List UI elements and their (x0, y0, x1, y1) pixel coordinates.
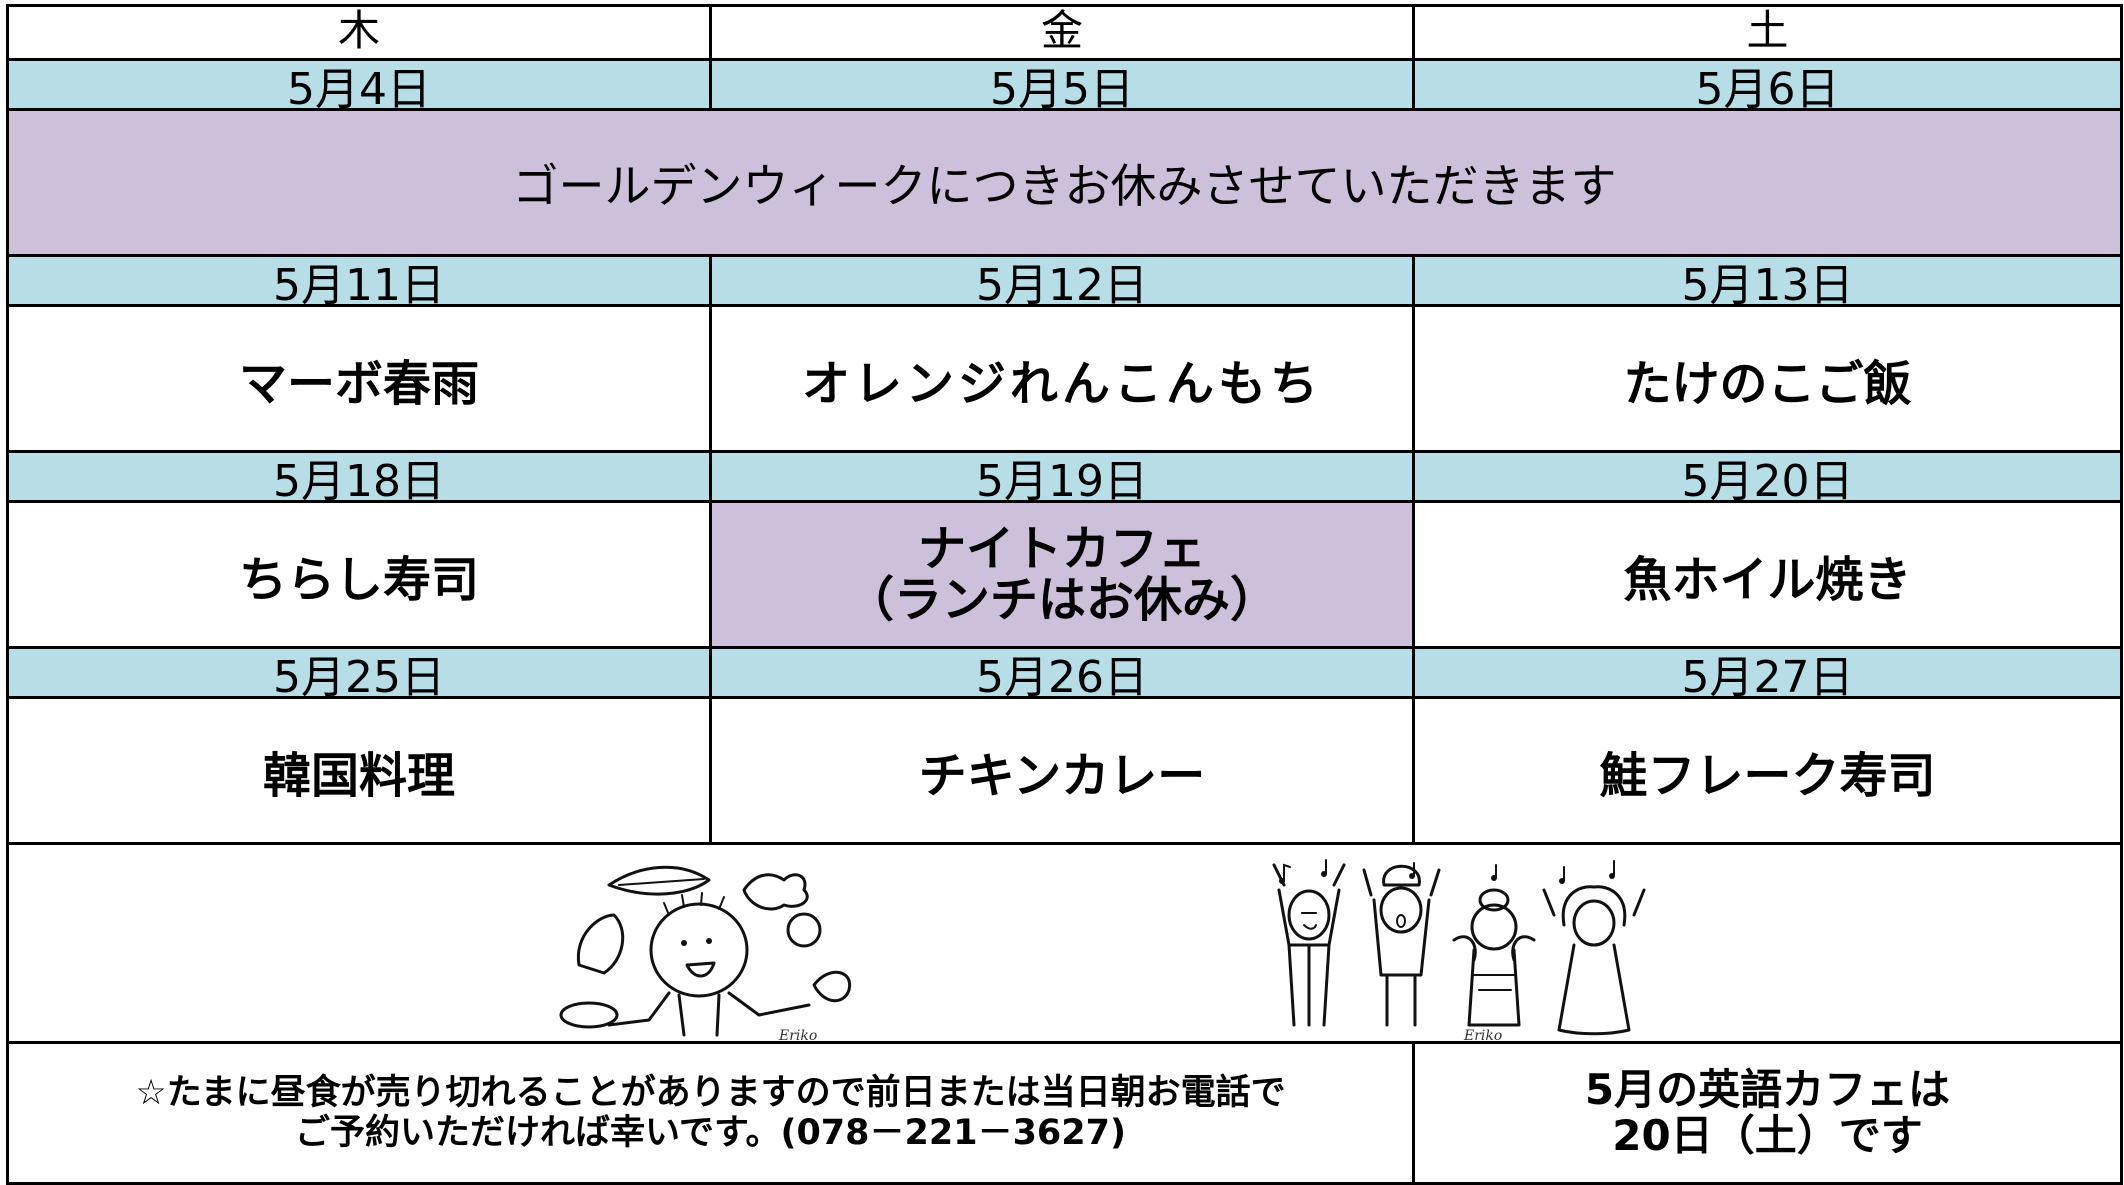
weekday-thursday: 木 (6, 4, 712, 61)
date-row-week1: 5月4日 5月5日 5月6日 (6, 58, 2123, 111)
menu-item: 魚ホイル焼き (1412, 500, 2123, 649)
notice-row: ☆たまに昼食が売り切れることがありますので前日または当日朝お電話で ご予約いただ… (6, 1041, 2123, 1185)
date-cell: 5月11日 (6, 254, 712, 307)
menu-item: 鮭フレーク寿司 (1412, 696, 2123, 845)
menu-item-title: ナイトカフェ (917, 521, 1206, 578)
date-row-week2: 5月11日 5月12日 5月13日 (6, 254, 2123, 307)
child-with-vegetables-illustration: Eriko (559, 865, 852, 1041)
night-cafe-item: ナイトカフェ （ランチはお休み） (709, 500, 1415, 649)
illustration-area: Eriko (6, 842, 2123, 1044)
music-notes-icon (1279, 859, 1615, 884)
menu-row-week1: ゴールデンウィークにつきお休みさせていただきます (6, 108, 2123, 257)
illustrations-canvas: Eriko (559, 859, 1646, 1041)
english-cafe-notice: 5月の英語カフェは 20日（土）です (1412, 1041, 2123, 1185)
date-row-week3: 5月18日 5月19日 5月20日 (6, 450, 2123, 503)
menu-row-week2: マーボ春雨 オレンジれんこんもち たけのこご飯 (6, 304, 2123, 453)
illustration-row: Eriko (6, 842, 2123, 1044)
date-cell: 5月25日 (6, 646, 712, 699)
closed-notice: ゴールデンウィークにつきお休みさせていただきます (6, 108, 2123, 257)
date-cell: 5月18日 (6, 450, 712, 503)
date-cell: 5月19日 (709, 450, 1415, 503)
reservation-notice: ☆たまに昼食が売り切れることがありますので前日または当日朝お電話で ご予約いただ… (6, 1041, 1415, 1185)
svg-text:Eriko: Eriko (1463, 1028, 1502, 1041)
lunch-schedule-table: 木 金 土 5月4日 5月5日 5月6日 ゴールデンウィークにつきお休みさせてい… (6, 4, 2123, 1185)
menu-row-week3: ちらし寿司 ナイトカフェ （ランチはお休み） 魚ホイル焼き (6, 500, 2123, 649)
date-row-week4: 5月25日 5月26日 5月27日 (6, 646, 2123, 699)
weekday-friday: 金 (709, 4, 1415, 61)
date-cell: 5月26日 (709, 646, 1415, 699)
menu-item: チキンカレー (709, 696, 1415, 845)
menu-item: オレンジれんこんもち (709, 304, 1415, 453)
date-cell: 5月5日 (709, 58, 1415, 111)
date-cell: 5月27日 (1412, 646, 2123, 699)
menu-item: マーボ春雨 (6, 304, 712, 453)
date-cell: 5月13日 (1412, 254, 2123, 307)
menu-item-note: （ランチはお休み） (845, 571, 1278, 628)
notice-line-2: ご予約いただければ幸いです。(078－221－3627) (295, 1113, 1126, 1153)
date-cell: 5月20日 (1412, 450, 2123, 503)
date-cell: 5月4日 (6, 58, 712, 111)
weekday-header-row: 木 金 土 (6, 4, 2123, 61)
date-cell: 5月6日 (1412, 58, 2123, 111)
menu-row-week4: 韓国料理 チキンカレー 鮭フレーク寿司 (6, 696, 2123, 845)
english-cafe-line-2: 20日（土）です (1612, 1111, 1923, 1160)
menu-item: 韓国料理 (6, 696, 712, 845)
menu-item: たけのこご飯 (1412, 304, 2123, 453)
menu-item: ちらし寿司 (6, 500, 712, 649)
weekday-saturday: 土 (1412, 4, 2123, 61)
svg-text:Eriko: Eriko (778, 1028, 817, 1041)
english-cafe-line-1: 5月の英語カフェは (1584, 1064, 1951, 1114)
notice-line-1: ☆たまに昼食が売り切れることがありますので前日または当日朝お電話で (135, 1072, 1286, 1113)
date-cell: 5月12日 (709, 254, 1415, 307)
singing-chefs-illustration: Eriko (1272, 859, 1646, 1041)
